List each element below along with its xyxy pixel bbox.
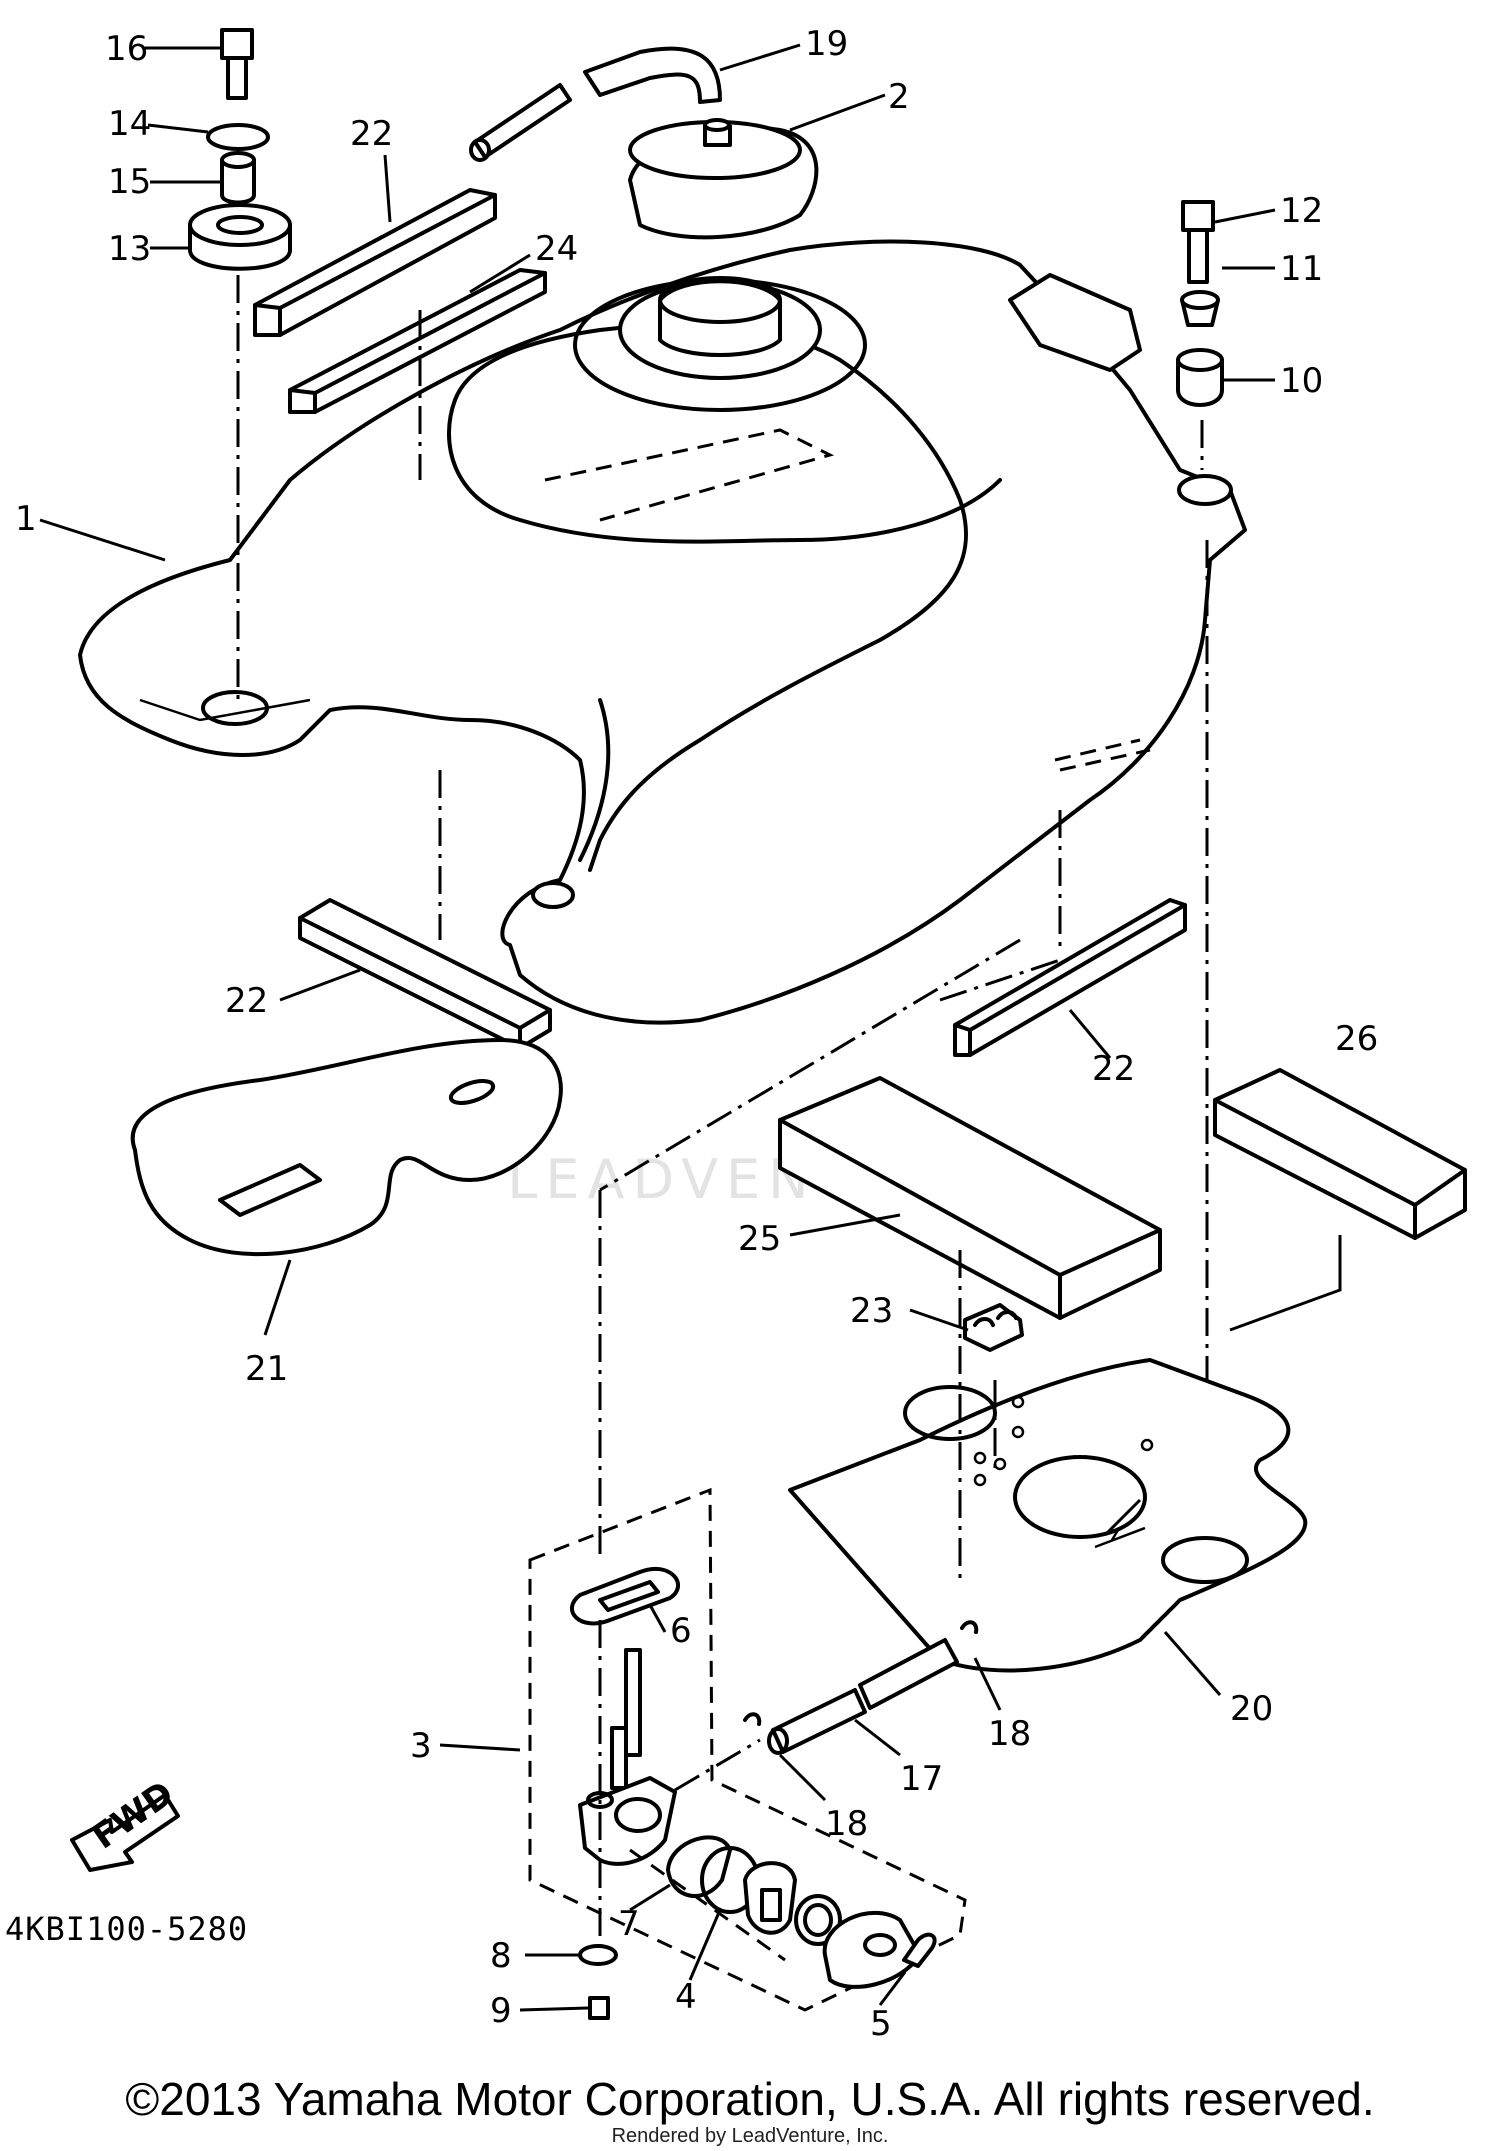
heat-protector-plate — [130, 1038, 563, 1257]
callout-7: 7 — [618, 1904, 640, 1944]
callout-8: 8 — [490, 1936, 512, 1976]
left-mount-hardware — [188, 28, 292, 700]
callout-5: 5 — [870, 2004, 892, 2044]
callout-6: 6 — [670, 1611, 692, 1651]
callout-3: 3 — [410, 1726, 432, 1766]
callout-22-left: 22 — [225, 981, 268, 1021]
callout-13: 13 — [108, 229, 151, 269]
leader-lines — [39, 43, 1276, 2012]
callout-15: 15 — [108, 162, 151, 202]
callout-25: 25 — [738, 1219, 781, 1259]
drawing-code: 4KBI100-5280 — [5, 1910, 249, 1948]
damper-25 — [778, 1076, 1162, 1320]
callout-20: 20 — [1230, 1689, 1273, 1729]
fwd-arrow-icon: FWD — [70, 1774, 181, 1872]
callout-18-right: 18 — [988, 1714, 1031, 1754]
callout-labels: 16 14 15 13 22 24 1 19 2 12 11 10 22 22 … — [15, 24, 1378, 2044]
callout-26: 26 — [1335, 1019, 1378, 1059]
callout-10: 10 — [1280, 361, 1323, 401]
callout-22-top: 22 — [350, 114, 393, 154]
callout-11: 11 — [1280, 249, 1323, 289]
callout-2: 2 — [888, 77, 910, 117]
callout-1: 1 — [15, 499, 37, 539]
right-mount-hardware — [1176, 200, 1224, 1560]
callout-21: 21 — [245, 1349, 288, 1389]
filler-cap — [628, 118, 819, 240]
damper-26 — [1213, 1068, 1467, 1240]
rendered-by-note: Rendered by LeadVenture, Inc. — [611, 2125, 889, 2147]
copyright-notice: ©2013 Yamaha Motor Corporation, U.S.A. A… — [125, 2073, 1375, 2125]
callout-14: 14 — [108, 104, 151, 144]
callout-12: 12 — [1280, 191, 1323, 231]
callout-4: 4 — [675, 1977, 697, 2017]
callout-17: 17 — [900, 1759, 943, 1799]
callout-16: 16 — [105, 29, 148, 69]
hose-clip — [963, 1303, 1024, 1352]
fuel-cock-assembly — [570, 1566, 979, 2020]
damper-lower-right — [953, 898, 1187, 1057]
callout-24: 24 — [535, 229, 578, 269]
fuel-tank — [78, 239, 1247, 1025]
damper-upper — [253, 188, 497, 337]
callout-19: 19 — [805, 24, 848, 64]
breather-hose — [469, 46, 722, 162]
callout-9: 9 — [490, 1991, 512, 2031]
tank-bottom-plate — [788, 1358, 1308, 1673]
callout-22-right: 22 — [1092, 1049, 1135, 1089]
damper-24 — [288, 268, 547, 414]
callout-23: 23 — [850, 1291, 893, 1331]
callout-18-left: 18 — [825, 1804, 868, 1844]
